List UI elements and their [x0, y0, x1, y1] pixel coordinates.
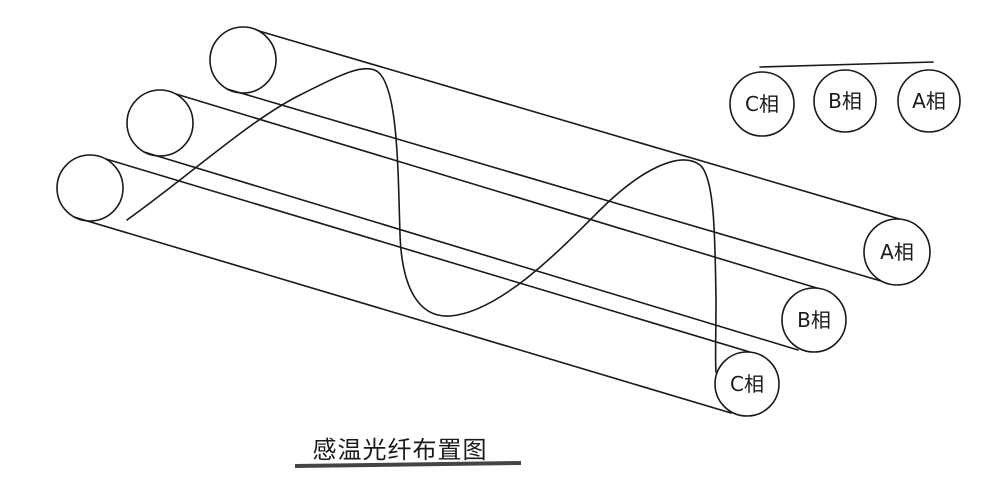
phase-b-label: B相: [797, 308, 831, 332]
legend-item-a: A相: [912, 89, 946, 113]
diagram-title: 感温光纤布置图: [313, 436, 488, 464]
legend-item-b: B相: [828, 89, 862, 113]
cable-c-left-end: [56, 154, 124, 222]
phase-c-label: C相: [730, 372, 764, 396]
sensing-fiber-path: [126, 67, 717, 373]
cable-b-right-end: B相: [781, 287, 847, 353]
legend-line: [759, 61, 934, 68]
cable-a-right-end: A相: [863, 218, 931, 286]
title-underline: [294, 461, 522, 468]
cable-phase-a: [209, 26, 914, 282]
cable-b-left-end: [126, 89, 194, 157]
phase-legend: C相 B相 A相: [729, 61, 961, 137]
phase-a-label: A相: [880, 240, 914, 264]
legend-item-c: C相: [745, 92, 779, 116]
cable-phase-c: [56, 154, 764, 414]
cable-a-left-end: [209, 26, 277, 94]
diagram-title-group: 感温光纤布置图: [294, 436, 522, 468]
cable-c-right-end: C相: [714, 351, 780, 417]
cable-phase-b: [126, 89, 831, 351]
